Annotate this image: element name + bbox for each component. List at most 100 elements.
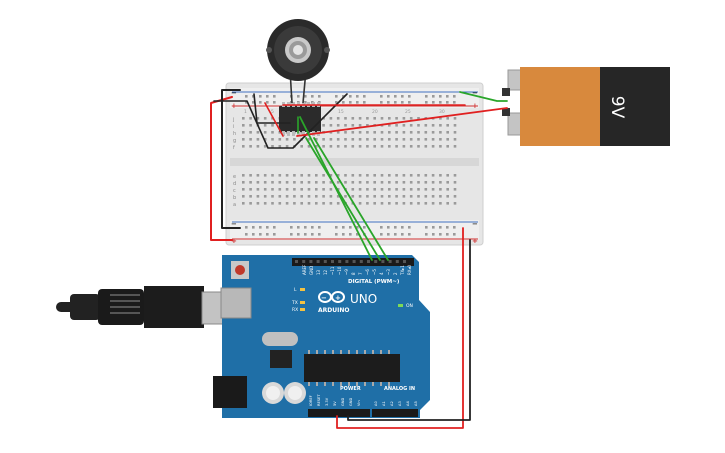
breadboard-hole[interactable] [256,131,260,134]
breadboard-hole[interactable] [387,95,390,98]
breadboard-hole[interactable] [366,181,369,184]
breadboard-hole[interactable] [439,174,442,177]
breadboard-hole[interactable] [424,145,428,148]
breadboard-hole[interactable] [402,181,406,184]
breadboard-hole[interactable] [329,138,333,141]
breadboard-hole[interactable] [256,195,260,198]
analog-header[interactable] [372,409,418,417]
breadboard-hole[interactable] [453,181,457,184]
breadboard-hole[interactable] [439,131,442,134]
breadboard-hole[interactable] [245,101,248,104]
breadboard-hole[interactable] [431,202,435,205]
breadboard-hole[interactable] [322,181,325,184]
breadboard-hole[interactable] [300,195,303,198]
breadboard-hole[interactable] [380,101,383,104]
breadboard-hole[interactable] [358,195,362,198]
breadboard-hole[interactable] [329,174,333,177]
breadboard-hole[interactable] [453,95,456,98]
breadboard-hole[interactable] [394,101,397,104]
breadboard-hole[interactable] [318,226,321,229]
breadboard-hole[interactable] [336,124,340,127]
breadboard-hole[interactable] [285,202,289,205]
breadboard-hole[interactable] [446,226,449,229]
breadboard-hole[interactable] [256,188,260,191]
breadboard-hole[interactable] [439,195,442,198]
breadboard-hole[interactable] [256,181,260,184]
breadboard-hole[interactable] [446,95,449,98]
breadboard-hole[interactable] [432,95,435,98]
breadboard-hole[interactable] [432,226,435,229]
reset-button-cap[interactable] [235,265,245,275]
breadboard-hole[interactable] [245,233,248,236]
header-pin[interactable] [381,260,385,263]
breadboard-hole[interactable] [395,188,398,191]
breadboard-hole[interactable] [336,195,340,198]
breadboard-hole[interactable] [394,226,397,229]
breadboard-hole[interactable] [285,188,289,191]
breadboard-hole[interactable] [388,145,391,148]
breadboard-hole[interactable] [336,145,340,148]
breadboard-hole[interactable] [380,233,383,236]
breadboard-hole[interactable] [380,174,384,177]
breadboard-hole[interactable] [278,174,282,177]
breadboard-hole[interactable] [315,202,318,205]
breadboard-hole[interactable] [388,138,391,141]
breadboard-hole[interactable] [344,145,347,148]
breadboard-hole[interactable] [446,138,449,141]
breadboard-hole[interactable] [401,226,404,229]
breadboard-hole[interactable] [424,188,428,191]
breadboard-hole[interactable] [297,233,300,236]
header-pin[interactable] [331,260,334,263]
breadboard-hole[interactable] [401,233,404,236]
breadboard-hole[interactable] [336,181,340,184]
breadboard-hole[interactable] [300,174,303,177]
breadboard-hole[interactable] [342,101,345,104]
wire-black[interactable] [253,93,258,124]
breadboard-hole[interactable] [388,181,391,184]
breadboard-hole[interactable] [417,138,420,141]
breadboard-hole[interactable] [380,195,384,198]
wire-red[interactable] [336,227,464,429]
breadboard-hole[interactable] [358,117,362,120]
breadboard-hole[interactable] [351,117,355,120]
breadboard-hole[interactable] [271,188,274,191]
breadboard-hole[interactable] [380,145,384,148]
breadboard-hole[interactable] [446,131,449,134]
wire-black[interactable] [347,239,471,421]
breadboard-hole[interactable] [242,138,245,141]
breadboard-hole[interactable] [278,131,282,134]
breadboard-hole[interactable] [446,101,449,104]
breadboard-hole[interactable] [351,195,355,198]
breadboard-hole[interactable] [425,101,428,104]
breadboard-hole[interactable] [366,195,369,198]
breadboard-hole[interactable] [409,117,413,120]
breadboard-hole[interactable] [388,131,391,134]
breadboard-hole[interactable] [402,202,406,205]
wire-black[interactable] [221,89,241,229]
header-pin[interactable] [302,260,306,263]
breadboard-hole[interactable] [409,181,413,184]
breadboard-hole[interactable] [329,145,333,148]
breadboard-hole[interactable] [329,181,333,184]
breadboard-hole[interactable] [311,233,314,236]
breadboard-hole[interactable] [431,195,435,198]
breadboard-hole[interactable] [402,138,406,141]
breadboard-hole[interactable] [417,195,420,198]
breadboard-hole[interactable] [315,195,318,198]
breadboard-hole[interactable] [424,181,428,184]
breadboard-hole[interactable] [408,95,411,98]
breadboard-hole[interactable] [402,131,406,134]
wire-red[interactable] [296,107,508,137]
breadboard-hole[interactable] [322,195,325,198]
breadboard-hole[interactable] [363,95,366,98]
breadboard-hole[interactable] [424,195,428,198]
breadboard-hole[interactable] [304,95,307,98]
breadboard-hole[interactable] [249,145,252,148]
breadboard-hole[interactable] [425,233,428,236]
breadboard-hole[interactable] [322,124,325,127]
breadboard-hole[interactable] [446,195,449,198]
breadboard-hole[interactable] [388,117,391,120]
breadboard-hole[interactable] [402,145,406,148]
breadboard-hole[interactable] [425,226,428,229]
breadboard-hole[interactable] [336,202,340,205]
